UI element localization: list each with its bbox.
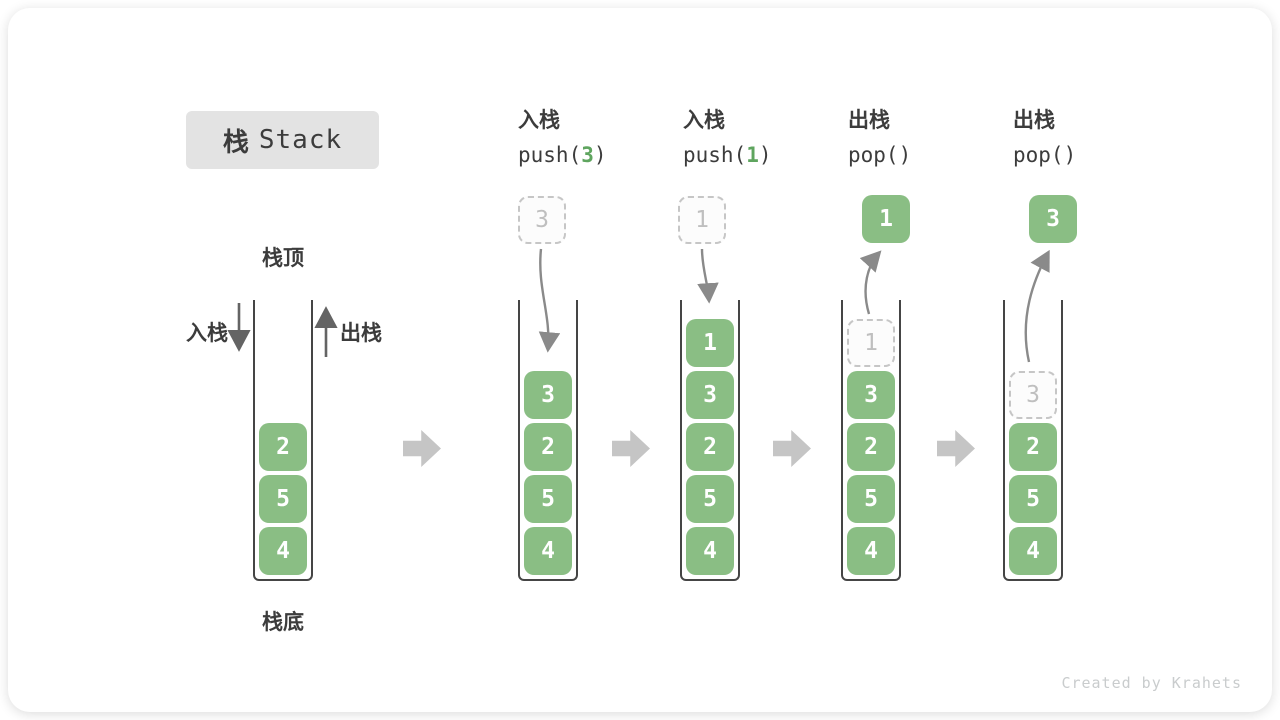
op-code: pop() [1013,143,1077,167]
title-zh: 栈 [222,126,249,157]
op-code: pop() [848,143,912,167]
stack-item: 2 [524,423,572,471]
floating-push-value: 3 [518,196,566,244]
stack-bottom-label: 栈底 [262,611,304,634]
stack-item: 3 [524,371,572,419]
stack-item: 5 [847,475,895,523]
stack-item: 5 [1009,475,1057,523]
stack-item: 4 [524,527,572,575]
stack-item: 5 [524,475,572,523]
title-badge: 栈 Stack [186,111,379,169]
stack-item: 3 [847,371,895,419]
stack-item: 2 [259,423,307,471]
op-label: 入栈 [518,109,560,132]
stack-item: 4 [847,527,895,575]
floating-pop-value: 3 [1029,195,1077,243]
op-header-push-3: 入栈 push(3) [518,104,607,167]
op-code: push(3) [518,143,607,167]
stack-item: 4 [686,527,734,575]
stack-item: 1 [686,319,734,367]
stack-item-ghost: 3 [1009,371,1057,419]
op-header-pop-1: 出栈 pop() [848,104,911,167]
watermark: Created by Krahets [1061,674,1242,692]
op-header-push-1: 入栈 push(1) [683,104,772,167]
stack-item: 2 [686,423,734,471]
pop-direction-label: 出栈 [340,322,382,345]
op-label: 出栈 [848,109,890,132]
stack-item: 5 [259,475,307,523]
stack-item: 4 [259,527,307,575]
op-label: 出栈 [1013,109,1055,132]
push-direction-label: 入栈 [186,322,228,345]
op-header-pop-2: 出栈 pop() [1013,104,1076,167]
stack-item: 2 [1009,423,1057,471]
stack-item: 2 [847,423,895,471]
op-label: 入栈 [683,109,725,132]
stack-top-label: 栈顶 [262,247,304,270]
floating-pop-value: 1 [862,195,910,243]
op-code: push(1) [683,143,772,167]
stack-item: 4 [1009,527,1057,575]
title-en: Stack [258,125,343,155]
stack-item: 3 [686,371,734,419]
stack-item: 5 [686,475,734,523]
stack-item-ghost: 1 [847,319,895,367]
floating-push-value: 1 [678,196,726,244]
